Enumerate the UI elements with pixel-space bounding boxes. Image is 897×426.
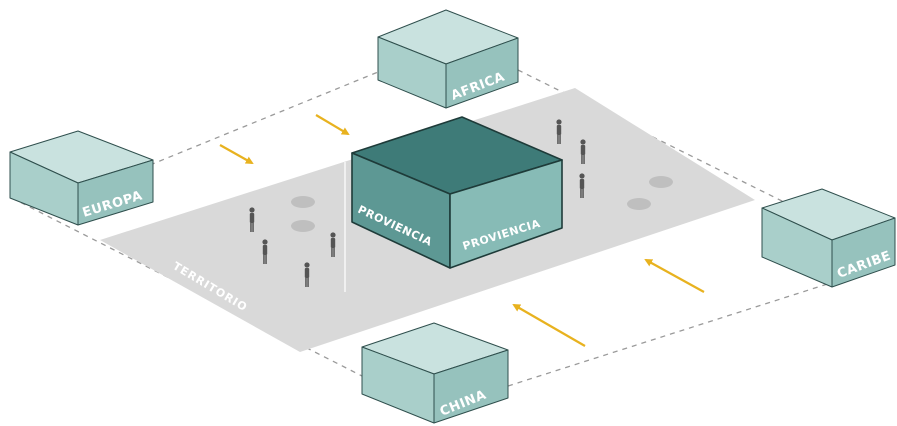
- person-icon: [262, 239, 268, 264]
- person-icon: [304, 262, 310, 287]
- dashed-edge-se: [507, 279, 841, 387]
- person-icon: [580, 139, 586, 164]
- person-icon: [556, 119, 562, 144]
- arrow-icon: [644, 259, 705, 293]
- box-china: [361, 322, 509, 424]
- person-icon: [579, 173, 585, 198]
- shadow-oval: [627, 198, 651, 210]
- shadow-oval: [649, 176, 673, 188]
- person-icon: [249, 207, 255, 232]
- person-icon: [330, 232, 336, 257]
- shadow-oval: [291, 196, 315, 208]
- arrow-icon: [315, 114, 350, 136]
- arrow-icon: [512, 303, 586, 347]
- people-group: [249, 119, 586, 287]
- box-europa: [9, 130, 154, 226]
- arrow-icon: [219, 144, 254, 164]
- shadow-ovals: [291, 176, 673, 232]
- shadow-oval: [291, 220, 315, 232]
- box-central: [351, 116, 563, 269]
- dashed-edge-nw: [149, 71, 379, 166]
- box-africa: [377, 9, 519, 109]
- flow-arrows: [219, 114, 705, 347]
- box-caribe: [761, 188, 896, 288]
